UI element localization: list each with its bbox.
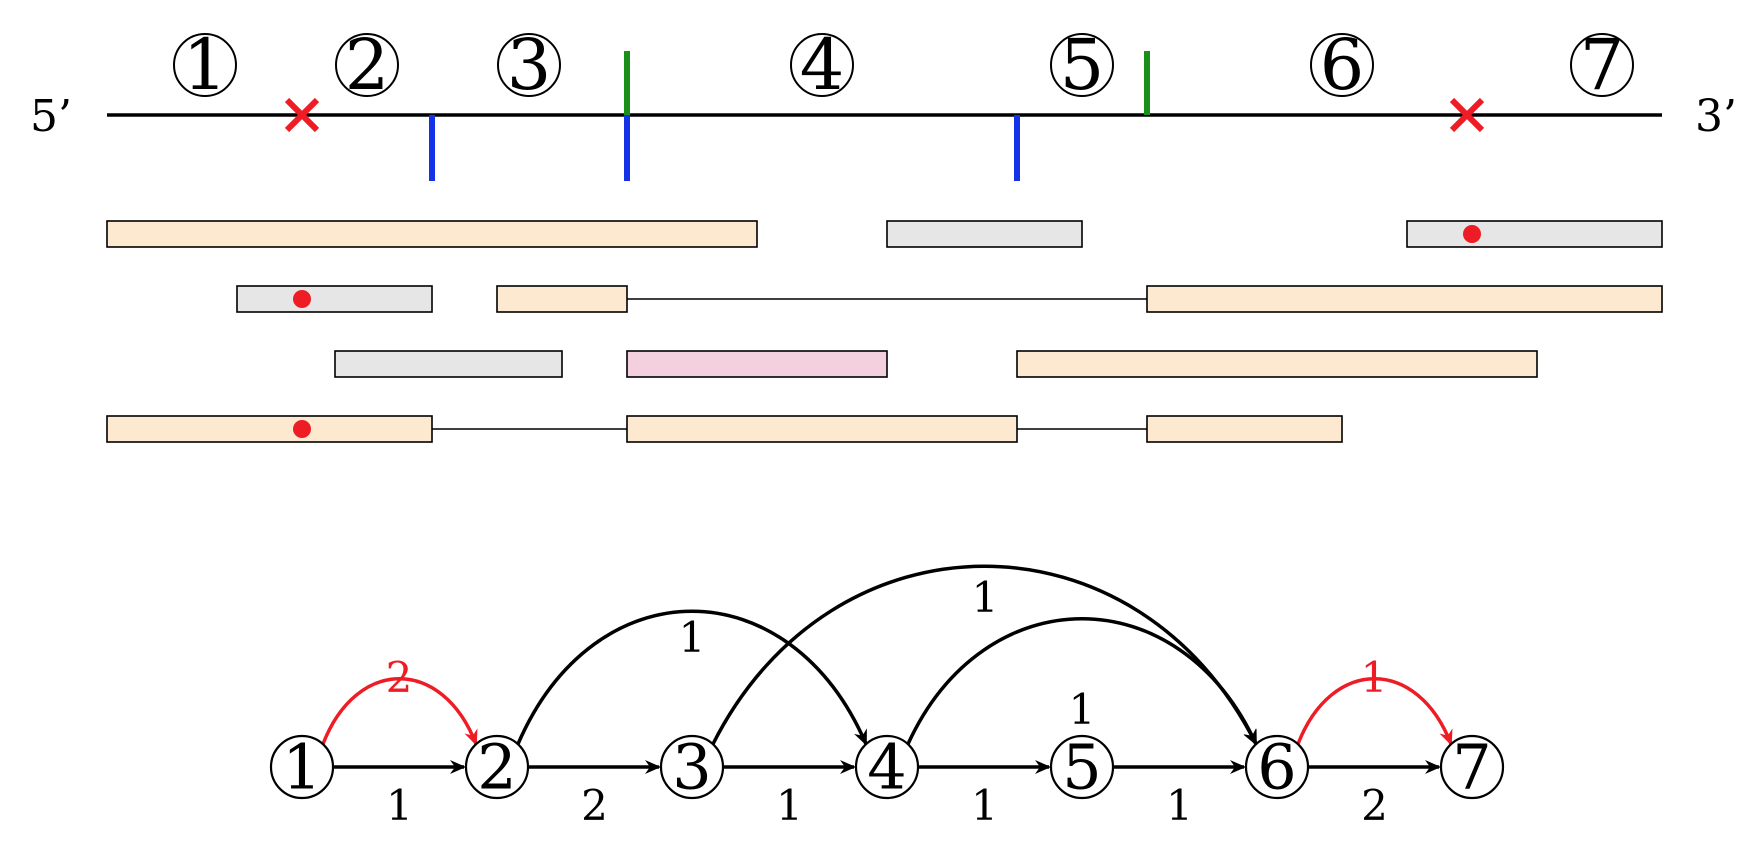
segment-label-6: 6 bbox=[1310, 24, 1374, 106]
graph-node-2: 2 bbox=[464, 731, 530, 804]
read-red-dot-10 bbox=[293, 420, 311, 438]
segment-label-2: 2 bbox=[335, 24, 399, 106]
graph-node-2-number: 2 bbox=[477, 731, 516, 804]
segment-label-1: 1 bbox=[173, 24, 237, 106]
arc-edge-3-6 bbox=[711, 564, 1258, 746]
arc-edge-1-2 bbox=[321, 677, 478, 746]
read-bar-5 bbox=[496, 285, 628, 313]
segment-label-2-ring bbox=[335, 33, 399, 97]
read-bar-10 bbox=[106, 415, 433, 443]
graph-node-3-number: 3 bbox=[672, 731, 711, 804]
segment-label-7: 7 bbox=[1570, 24, 1634, 106]
segment-label-2-number: 2 bbox=[345, 24, 390, 106]
segment-label-3-number: 3 bbox=[507, 24, 552, 106]
cut-site-cross-2 bbox=[1449, 97, 1485, 133]
segment-label-6-number: 6 bbox=[1320, 24, 1365, 106]
read-bar-8 bbox=[626, 350, 888, 378]
graph-node-3-ring bbox=[659, 734, 725, 800]
arc-label-2-4: 1 bbox=[679, 613, 706, 662]
edge-label-6-7: 2 bbox=[1361, 781, 1388, 830]
read-bar-3 bbox=[1406, 220, 1663, 248]
edge-label-5-6: 1 bbox=[1166, 781, 1193, 830]
arc-label-6-7: 1 bbox=[1361, 653, 1388, 702]
read-bar-4 bbox=[236, 285, 433, 313]
graph-node-6-ring bbox=[1244, 734, 1310, 800]
arc-edge-4-6 bbox=[906, 617, 1258, 746]
graph-node-5-number: 5 bbox=[1062, 731, 1101, 804]
arc-label-3-6: 1 bbox=[972, 573, 999, 622]
segment-label-6-ring bbox=[1310, 33, 1374, 97]
five-prime-label: 5’ bbox=[30, 91, 72, 142]
edge-label-1-2: 1 bbox=[386, 781, 413, 830]
read-bar-1 bbox=[106, 220, 758, 248]
read-bar-6 bbox=[1146, 285, 1663, 313]
segment-labels: 1 2 3 4 5 6 7 bbox=[173, 24, 1634, 106]
read-bar-12 bbox=[1146, 415, 1343, 443]
genome-track: 5’ 3’ 1 2 3 4 5 6 7 bbox=[30, 24, 1737, 181]
graph-node-4-number: 4 bbox=[867, 731, 906, 804]
segment-label-3: 3 bbox=[497, 24, 561, 106]
segment-label-4-ring bbox=[790, 33, 854, 97]
read-red-dot-4 bbox=[293, 290, 311, 308]
read-bar-11 bbox=[626, 415, 1018, 443]
cut-site-cross-1 bbox=[284, 97, 320, 133]
edge-label-4-5: 1 bbox=[971, 781, 998, 830]
arc-edge-6-7 bbox=[1296, 677, 1453, 746]
read-red-dot-3 bbox=[1463, 225, 1481, 243]
read-bar-7 bbox=[334, 350, 563, 378]
graph-node-1-number: 1 bbox=[282, 731, 321, 804]
graph-node-4-ring bbox=[854, 734, 920, 800]
graph-node-1: 1 bbox=[269, 731, 335, 804]
arc-label-1-2: 2 bbox=[386, 653, 413, 702]
arc-edge-2-4 bbox=[516, 609, 868, 746]
graph-node-1-ring bbox=[269, 734, 335, 800]
segment-label-7-ring bbox=[1570, 33, 1634, 97]
segment-label-4-number: 4 bbox=[800, 24, 845, 106]
graph-node-3: 3 bbox=[659, 731, 725, 804]
segment-label-1-ring bbox=[173, 33, 237, 97]
graph-node-6-number: 6 bbox=[1257, 731, 1296, 804]
graph-node-6: 6 bbox=[1244, 731, 1310, 804]
graph-node-5-ring bbox=[1049, 734, 1115, 800]
three-prime-label: 3’ bbox=[1695, 91, 1737, 142]
splice-graph: 1 2 1 1 1 2 2 1 1 1 1 1 2 3 4 5 6 7 bbox=[269, 564, 1505, 830]
segment-label-4: 4 bbox=[790, 24, 854, 106]
graph-nodes: 1 2 3 4 5 6 7 bbox=[269, 731, 1505, 804]
segment-label-1-number: 1 bbox=[183, 24, 228, 106]
read-bar-2 bbox=[886, 220, 1083, 248]
read-alignments bbox=[106, 220, 1663, 443]
graph-node-7-number: 7 bbox=[1452, 731, 1491, 804]
graph-node-5: 5 bbox=[1049, 731, 1115, 804]
arc-label-4-6: 1 bbox=[1069, 685, 1096, 734]
segment-label-5-number: 5 bbox=[1060, 24, 1105, 106]
segment-label-5: 5 bbox=[1050, 24, 1114, 106]
read-bar-9 bbox=[1016, 350, 1538, 378]
edge-label-2-3: 2 bbox=[581, 781, 608, 830]
graph-node-2-ring bbox=[464, 734, 530, 800]
graph-edges: 1 2 1 1 1 2 2 1 1 1 1 bbox=[321, 564, 1453, 830]
graph-node-4: 4 bbox=[854, 731, 920, 804]
segment-label-7-number: 7 bbox=[1580, 24, 1625, 106]
graph-node-7-ring bbox=[1439, 734, 1505, 800]
genome-markers bbox=[284, 51, 1485, 181]
graph-node-7: 7 bbox=[1439, 731, 1505, 804]
edge-label-3-4: 1 bbox=[776, 781, 803, 830]
segment-label-5-ring bbox=[1050, 33, 1114, 97]
segment-label-3-ring bbox=[497, 33, 561, 97]
